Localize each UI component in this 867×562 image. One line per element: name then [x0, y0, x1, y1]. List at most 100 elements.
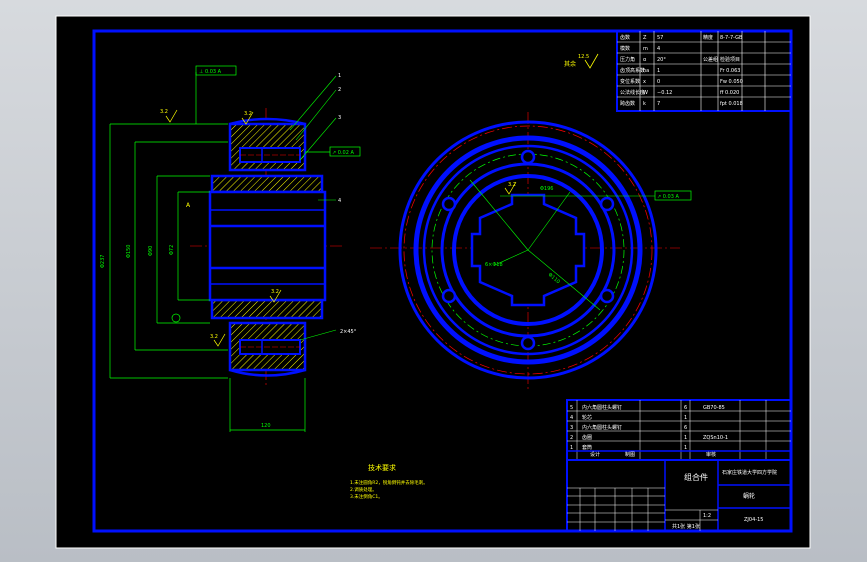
roughness-note-value: 12.5 — [578, 54, 589, 60]
scale: 1:2 — [703, 513, 711, 519]
dim-hub-diameter: Φ90 — [148, 246, 154, 256]
parts-cell-name: 齿圈 — [582, 435, 592, 441]
parts-cell-note: ZQSn10-1 — [703, 435, 728, 441]
dim-bore-diameter: Φ72 — [169, 245, 175, 255]
tolerance-right-text: ↗ 0.02 A — [332, 150, 355, 156]
parts-cell-no: 1 — [570, 445, 573, 451]
leader-1: 1 — [338, 73, 341, 79]
parts-cell-name: 内六角圆柱头螺钉 — [582, 404, 622, 411]
param-cell-c5: ff 0.020 — [720, 90, 739, 96]
param-cell-c3: 7 — [657, 101, 660, 107]
param-cell-c3: 0 — [657, 79, 660, 85]
sheet-frame — [92, 29, 793, 533]
general-roughness-note: 其余 12.5 — [564, 53, 599, 69]
assembly-name: 组合件 — [684, 472, 708, 482]
param-cell-c2: x — [643, 79, 646, 85]
header-design: 设计 — [590, 451, 600, 458]
right-end-view: ↗ 0.03 A 6×Φ18 Φ196 Φ110 3.2 — [370, 112, 692, 392]
bolt-holes — [441, 149, 615, 351]
sheet-label: 蜗轮 — [743, 492, 755, 500]
vertical-dimensions — [109, 123, 228, 379]
param-cell-c1: 变位系数 — [620, 78, 640, 85]
leader-2: 2 — [338, 87, 341, 93]
param-cell-c5: fpt 0.018 — [720, 101, 743, 107]
param-cell-c5: Fr 0.063 — [720, 68, 740, 74]
school-name: 石家庄铁道大学四方学院 — [722, 469, 777, 476]
tech-req-line-3: 3.未注倒角C1。 — [350, 493, 383, 500]
header-draw: 制图 — [625, 451, 635, 458]
tech-requirements: 技术要求 1.未注圆角R2，锐角倒钝并去除毛刺。 2.调质处理。 3.未注倒角C… — [350, 463, 428, 500]
param-cell-c2: W — [643, 90, 648, 96]
sheet-background — [55, 15, 811, 549]
roughness-left-4: 3.2 — [210, 334, 218, 340]
param-cell-c1: 压力角 — [620, 56, 635, 63]
param-cell-c3: −0.12 — [657, 90, 672, 96]
tech-req-title: 技术要求 — [368, 463, 396, 472]
hub-section — [210, 174, 324, 194]
parts-cell-name: 内六角圆柱头螺钉 — [582, 424, 622, 431]
dim-outer-diameter: Φ237 — [100, 255, 106, 268]
bolt-circle-label: Φ196 — [540, 186, 553, 192]
right-roughness: 3.2 — [508, 182, 516, 188]
dim-width: 120 — [261, 423, 271, 429]
bolt-top — [239, 147, 301, 163]
tolerance-frame-top: ⊥ 0.03 A — [195, 65, 237, 124]
left-section-view: Φ237 Φ150 Φ90 Φ72 120 ⊥ 0.03 A ↗ 0.02 A — [100, 65, 361, 432]
tip-circle — [398, 120, 658, 380]
parts-cell-qty: 1 — [684, 435, 687, 441]
roughness-note-label: 其余 — [564, 60, 576, 68]
part-leaders — [289, 75, 337, 341]
tech-req-line-2: 2.调质处理。 — [350, 486, 377, 493]
parts-cell-name: 套筒 — [582, 444, 592, 451]
param-cell-c1: 公法线长度 — [620, 89, 645, 96]
param-cell-c3: 1 — [657, 68, 660, 74]
pitch-circle — [403, 125, 653, 375]
dim-ring-diameter: Φ150 — [126, 245, 132, 258]
param-cell-c3: 57 — [657, 35, 663, 41]
roughness-left-1: 3.2 — [160, 109, 168, 115]
parts-cell-note: GB70-85 — [703, 405, 725, 411]
param-cell-c2: Z — [643, 35, 647, 41]
parts-cell-no: 4 — [570, 415, 573, 421]
roughness-left-2: 3.2 — [244, 111, 252, 117]
leader-3: 3 — [338, 115, 341, 121]
roughness-symbols-left — [165, 109, 282, 347]
param-cell-c2: k — [643, 101, 646, 107]
param-cell-c5: 8-7-7-GB — [720, 35, 743, 41]
parts-cell-no: 5 — [570, 405, 573, 411]
right-tolerance-text: ↗ 0.03 A — [657, 194, 680, 200]
tech-req-line-1: 1.未注圆角R2，锐角倒钝并去除毛刺。 — [350, 479, 428, 486]
param-cell-c4: 精度 — [703, 34, 713, 41]
parts-cell-qty: 1 — [684, 415, 687, 421]
sheet-count: 共1张 第1张 — [672, 523, 700, 530]
datum-label: A — [186, 202, 191, 209]
leader-4: 4 — [338, 198, 341, 204]
header-check: 审核 — [706, 451, 716, 458]
param-table: 齿数 Z 57 精度 8-7-7-GB 模数 m 4 压力角 α 20° 公差组检验项目齿顶高系数ha… — [616, 30, 792, 112]
param-cell-c1: 模数 — [620, 45, 630, 52]
param-cell-c5: 检验项目 — [720, 56, 740, 63]
bolt-bottom — [239, 339, 301, 355]
param-cell-c1: 齿顶高系数 — [620, 67, 645, 74]
parts-cell-qty: 6 — [684, 405, 687, 411]
param-cell-c2: m — [643, 46, 648, 52]
roughness-left-3: 3.2 — [271, 289, 279, 295]
parts-cell-qty: 6 — [684, 425, 687, 431]
param-cell-c1: 齿数 — [620, 34, 630, 41]
bolt-hole-label: 6×Φ18 — [485, 262, 503, 268]
param-cell-c2: α — [643, 57, 647, 63]
param-cell-c2: ha — [643, 68, 649, 74]
chamfer-note: 2×45° — [340, 329, 357, 335]
param-cell-c1: 跨齿数 — [620, 100, 635, 107]
param-cell-c3: 20° — [657, 57, 666, 63]
param-cell-c3: 4 — [657, 46, 660, 52]
tolerance-frame-right: ↗ 0.02 A — [305, 146, 361, 157]
parts-cell-no: 3 — [570, 425, 573, 431]
param-cell-c4: 公差组 — [703, 56, 718, 63]
parts-cell-no: 2 — [570, 435, 573, 441]
parts-cell-qty: 1 — [684, 445, 687, 451]
drawing-number: ZJ04-15 — [744, 517, 763, 523]
